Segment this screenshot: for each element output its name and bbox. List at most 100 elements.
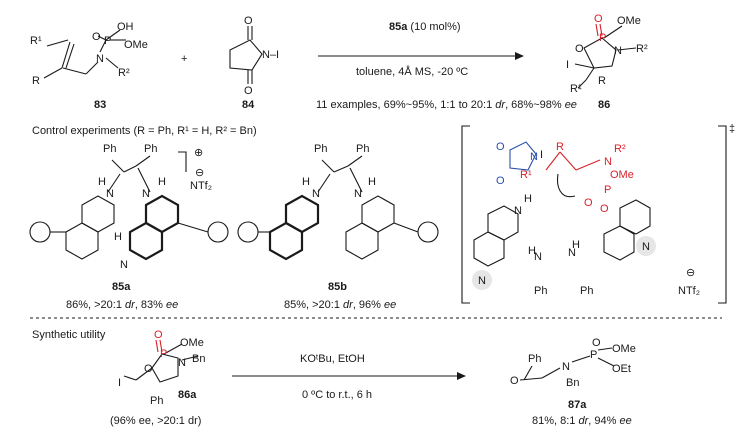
atom-h: H xyxy=(302,176,310,188)
product-86: O P OMe O N R² I R¹ R 86 xyxy=(566,13,648,111)
atom-n-i: N–I xyxy=(262,49,279,61)
transition-state: ‡ O O N I R¹ R N R² P OMe O O H N N N H … xyxy=(461,123,735,304)
product-87a: O Ph N Bn P O OMe OEt 87a 81%, 8:1 dr, 9… xyxy=(510,337,636,427)
atom-o-red: O xyxy=(154,329,163,341)
atom-o-epoxide: O xyxy=(510,375,519,387)
atom-h-bridge: H xyxy=(114,231,122,243)
start-86a: O P OMe N Bn O I Ph 86a (96% ee, >20:1 d… xyxy=(110,329,205,427)
atom-r2: R² xyxy=(636,43,648,55)
catalyst-85a: Ph Ph H N N H ⊕ ⊖ NTf₂ H N 85a 86%, >20:… xyxy=(29,143,229,311)
atom-n: N xyxy=(354,188,362,200)
atom-i: I xyxy=(118,377,121,389)
cat-a-result: 86%, >20:1 dr, 83% ee xyxy=(66,299,178,311)
ph-left: Ph xyxy=(534,285,547,297)
atom-r1: R¹ xyxy=(570,83,582,95)
atom-n-shaded: N xyxy=(478,275,486,287)
atom-o-ring: O xyxy=(575,43,584,55)
atom-h: H xyxy=(528,245,536,257)
atom-oh: OH xyxy=(117,21,134,33)
utility-heading: Synthetic utility xyxy=(32,329,106,341)
atom-n-ring: N xyxy=(120,259,128,271)
atom-ome: OMe xyxy=(180,337,204,349)
atom-n: N xyxy=(178,357,186,369)
conditions-text: toluene, 4Å MS, -20 ºC xyxy=(356,65,468,78)
cat-a-label: 85a xyxy=(112,281,131,293)
ts-minus: ⊖ xyxy=(686,267,695,279)
ph-right: Ph xyxy=(580,285,593,297)
reactant-83: R¹ R O P OH OMe N R² 83 xyxy=(30,21,148,111)
atom-r2-red: R² xyxy=(614,143,626,155)
reaction-arrow-main xyxy=(318,52,524,60)
ph-left: Ph xyxy=(314,143,327,155)
atom-h: H xyxy=(368,176,376,188)
atom-p: P xyxy=(104,35,111,47)
atom-o-red: O xyxy=(594,13,603,25)
atom-n-plus: N xyxy=(514,205,522,217)
atom-bn: Bn xyxy=(192,353,205,365)
atom-r1: R¹ xyxy=(30,35,42,47)
reaction-arrow-utility xyxy=(232,372,466,380)
utility-conditions: 0 ºC to r.t., 6 h xyxy=(302,389,372,401)
atom-h: H xyxy=(572,239,580,251)
atom-ome: OMe xyxy=(612,343,636,355)
atom-i: I xyxy=(540,149,543,161)
scope-summary: 11 examples, 69%~95%, 1:1 to 20:1 dr, 68… xyxy=(316,99,577,111)
anion-minus: ⊖ xyxy=(195,167,204,179)
atom-ph: Ph xyxy=(528,353,541,365)
catalyst-85b: Ph Ph H N N H 85b 85%, >20:1 dr, 96% ee xyxy=(237,143,439,311)
ph-right: Ph xyxy=(144,143,157,155)
atom-n: N xyxy=(534,251,542,263)
atom-bn: Bn xyxy=(566,377,579,389)
catalyst-line: 85a (10 mol%) xyxy=(389,21,461,33)
atom-n: N xyxy=(568,247,576,259)
ph-right: Ph xyxy=(356,143,369,155)
atom-n-blue: N xyxy=(530,151,538,163)
atom-n: N xyxy=(96,53,104,65)
atom-o-red: O xyxy=(584,197,593,209)
ph-left: Ph xyxy=(103,143,116,155)
control-heading: Control experiments (R = Ph, R¹ = H, R² … xyxy=(32,125,257,137)
plus-sign: + xyxy=(181,53,187,65)
atom-o-blue: O xyxy=(496,175,505,187)
atom-oet: OEt xyxy=(612,363,631,375)
start-label: 86a xyxy=(178,389,197,401)
ts-dagger: ‡ xyxy=(729,123,735,135)
cation-plus: ⊕ xyxy=(194,147,203,159)
atom-p-red: P xyxy=(604,184,611,196)
cat-b-label: 85b xyxy=(328,281,347,293)
cat-b-result: 85%, >20:1 dr, 96% ee xyxy=(284,299,396,311)
product-label: 87a xyxy=(568,399,587,411)
atom-n: N xyxy=(312,188,320,200)
atom-r: R xyxy=(598,75,606,87)
atom-o: O xyxy=(592,337,601,349)
atom-o: O xyxy=(92,31,101,43)
atom-p-red: P xyxy=(160,348,167,360)
reactant-label: 83 xyxy=(94,99,106,111)
atom-r2: R² xyxy=(118,67,130,79)
atom-ph: Ph xyxy=(150,395,163,407)
atom-ome: OMe xyxy=(124,39,148,51)
atom-h: H xyxy=(524,193,532,205)
atom-o-top: O xyxy=(244,15,253,27)
atom-n: N xyxy=(562,361,570,373)
atom-r1-red: R¹ xyxy=(520,169,532,181)
product-result: 81%, 8:1 dr, 94% ee xyxy=(532,415,632,427)
atom-n-shaded: N xyxy=(642,241,650,253)
atom-n: N xyxy=(106,188,114,200)
atom-n: N xyxy=(142,188,150,200)
counterion: NTf₂ xyxy=(190,180,212,192)
atom-ome-red: OMe xyxy=(610,169,634,181)
atom-ome: OMe xyxy=(617,15,641,27)
atom-o-bottom: O xyxy=(244,85,253,97)
utility-reagents: KOᵗBu, EtOH xyxy=(300,353,365,365)
atom-r: R xyxy=(32,75,40,87)
atom-o-blue: O xyxy=(496,141,505,153)
atom-p-red: P xyxy=(599,32,606,44)
atom-o-ring: O xyxy=(144,363,153,375)
atom-h: H xyxy=(98,176,106,188)
atom-n: N xyxy=(614,45,622,57)
atom-i: I xyxy=(566,59,569,71)
atom-r-red: R xyxy=(556,141,564,153)
atom-h: H xyxy=(158,176,166,188)
